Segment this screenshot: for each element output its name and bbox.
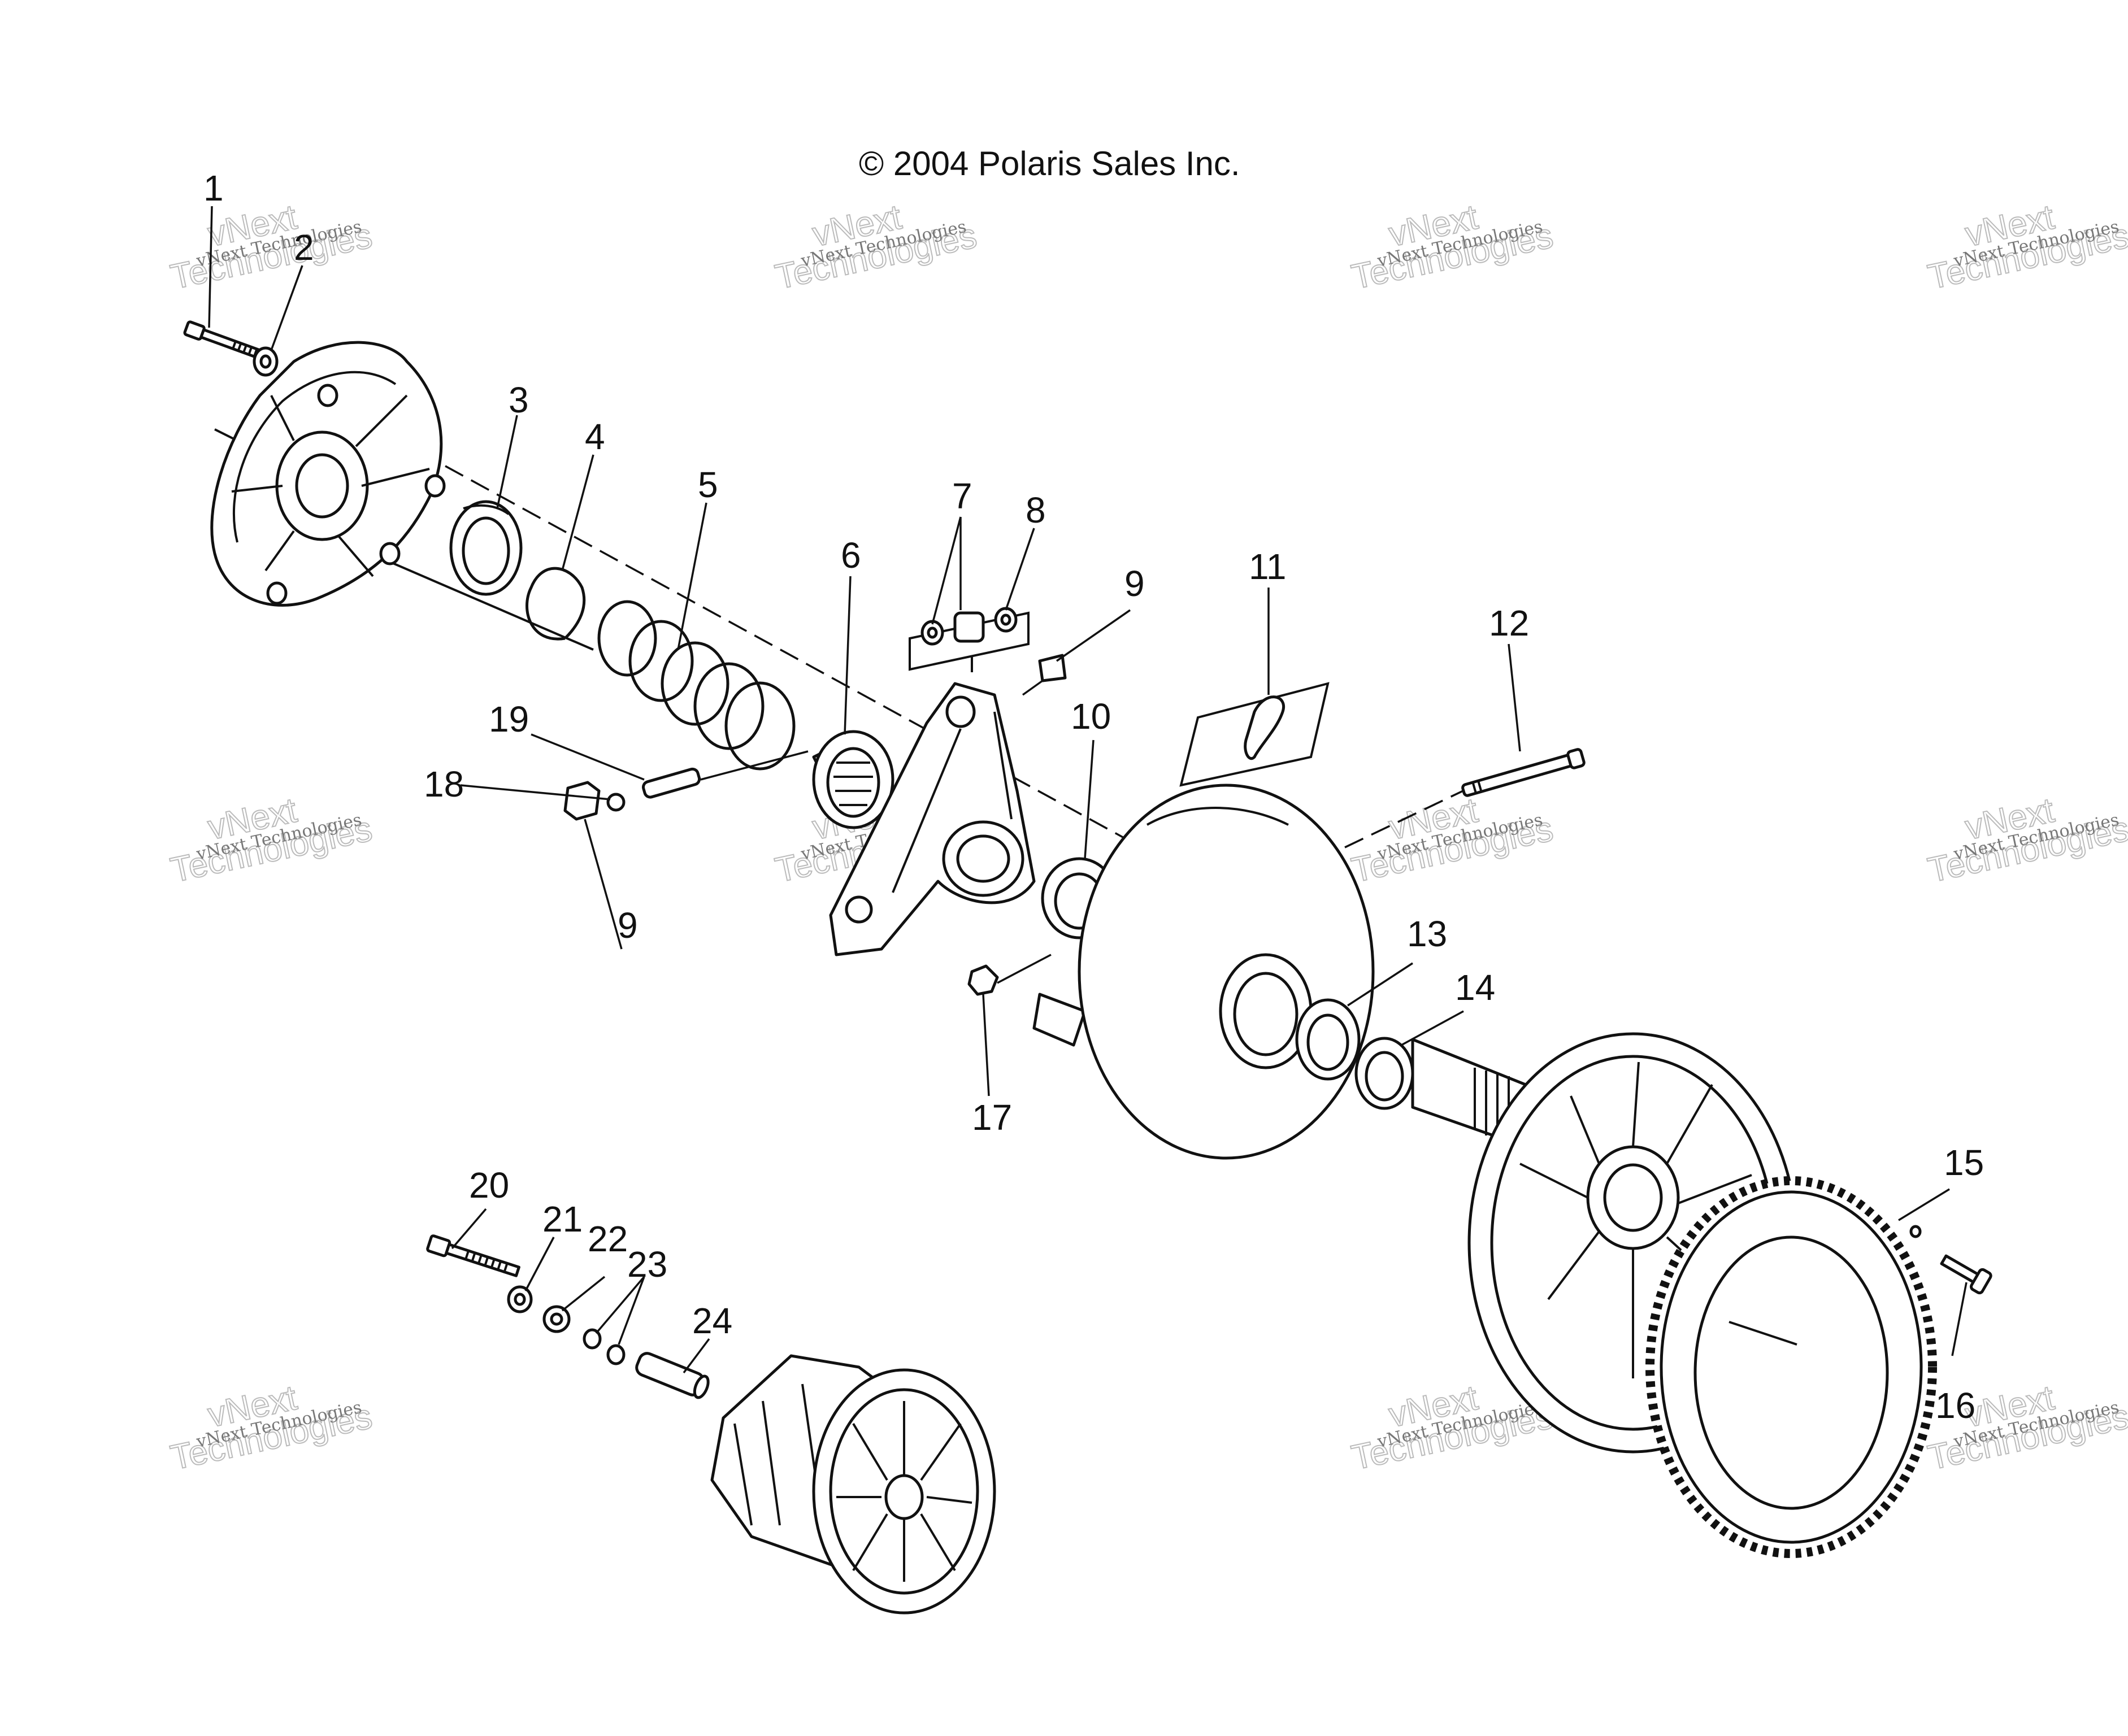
part-23-o-rings (583, 1328, 626, 1365)
callout-19: 19 (489, 699, 529, 739)
callout-9-lower: 9 (618, 905, 638, 946)
callout-14: 14 (1455, 967, 1495, 1008)
part-9-cap-lower (563, 781, 601, 821)
callout-4: 4 (585, 416, 605, 457)
watermark-8: vNext Technologies vNext Technologies (1924, 790, 2128, 891)
part-3-bushing (449, 500, 523, 596)
watermark-4: vNext Technologies vNext Technologies (1924, 197, 2128, 298)
callout-11: 11 (1249, 546, 1286, 587)
pin-axis-line (1344, 784, 1475, 849)
watermark-5: vNext Technologies vNext Technologies (167, 790, 376, 891)
part-17-axis (997, 954, 1052, 984)
part-5-spring (597, 600, 796, 771)
callout-2: 2 (294, 227, 314, 268)
part-6-roller (812, 730, 894, 829)
part-14-washer (1354, 1037, 1414, 1110)
shift-weight-arm (829, 682, 1036, 956)
part-7-8-hardware (909, 607, 1030, 672)
part-20-bolt (426, 1234, 520, 1277)
callout-7: 7 (952, 476, 972, 516)
part-18-ball (606, 793, 626, 812)
part-4-snap-ring (526, 567, 586, 641)
part-17-nut (967, 964, 999, 996)
copyright-text: © 2004 Polaris Sales Inc. (859, 145, 1240, 182)
callout-22: 22 (588, 1219, 628, 1259)
callout-8: 8 (1026, 490, 1046, 530)
callout-10: 10 (1071, 696, 1111, 737)
callout-16: 16 (1935, 1385, 1975, 1426)
leader-lines (208, 206, 1968, 1374)
part-16-screw (1940, 1254, 1992, 1295)
part-19-axis (700, 750, 809, 781)
callout-13: 13 (1407, 913, 1447, 954)
moveable-sheave (1032, 784, 1375, 1160)
watermark-9: vNext Technologies vNext Technologies (167, 1378, 376, 1478)
callout-18: 18 (424, 764, 464, 804)
part-11-clip (1179, 682, 1330, 809)
part-13-bushing (1295, 998, 1361, 1081)
watermark-1: vNext Technologies vNext Technologies (167, 197, 376, 298)
part-24-spacer (635, 1352, 710, 1399)
callout-labels: 1 2 3 4 5 6 7 8 9 10 11 12 13 14 15 16 1… (203, 168, 1984, 1426)
callout-12: 12 (1489, 603, 1529, 643)
watermark-2: vNext Technologies vNext Technologies (771, 197, 980, 298)
callout-21: 21 (542, 1199, 583, 1239)
watermark-3: vNext Technologies vNext Technologies (1348, 197, 1557, 298)
drive-clutch-assembly (710, 1354, 996, 1615)
callout-23: 23 (627, 1244, 667, 1285)
part-19-pin (642, 767, 701, 799)
part-12-pin (1461, 748, 1586, 797)
part-2-washer-hole (259, 354, 272, 369)
part-9-cap-upper (1022, 654, 1067, 696)
callout-3: 3 (509, 380, 529, 420)
callout-5: 5 (698, 464, 718, 505)
part-21-washer (507, 1285, 533, 1313)
part-15-ring-gear (1645, 1176, 1937, 1558)
callout-20: 20 (469, 1165, 509, 1206)
callout-9-upper: 9 (1124, 563, 1145, 604)
clutch-cover (210, 341, 446, 607)
callout-1: 1 (203, 168, 224, 208)
callout-17: 17 (972, 1097, 1012, 1138)
callout-6: 6 (841, 535, 861, 576)
watermark-12: vNext Technologies vNext Technologies (1924, 1378, 2128, 1478)
callout-24: 24 (692, 1300, 732, 1341)
callout-15: 15 (1944, 1142, 1984, 1183)
part-22-washer (542, 1305, 571, 1333)
